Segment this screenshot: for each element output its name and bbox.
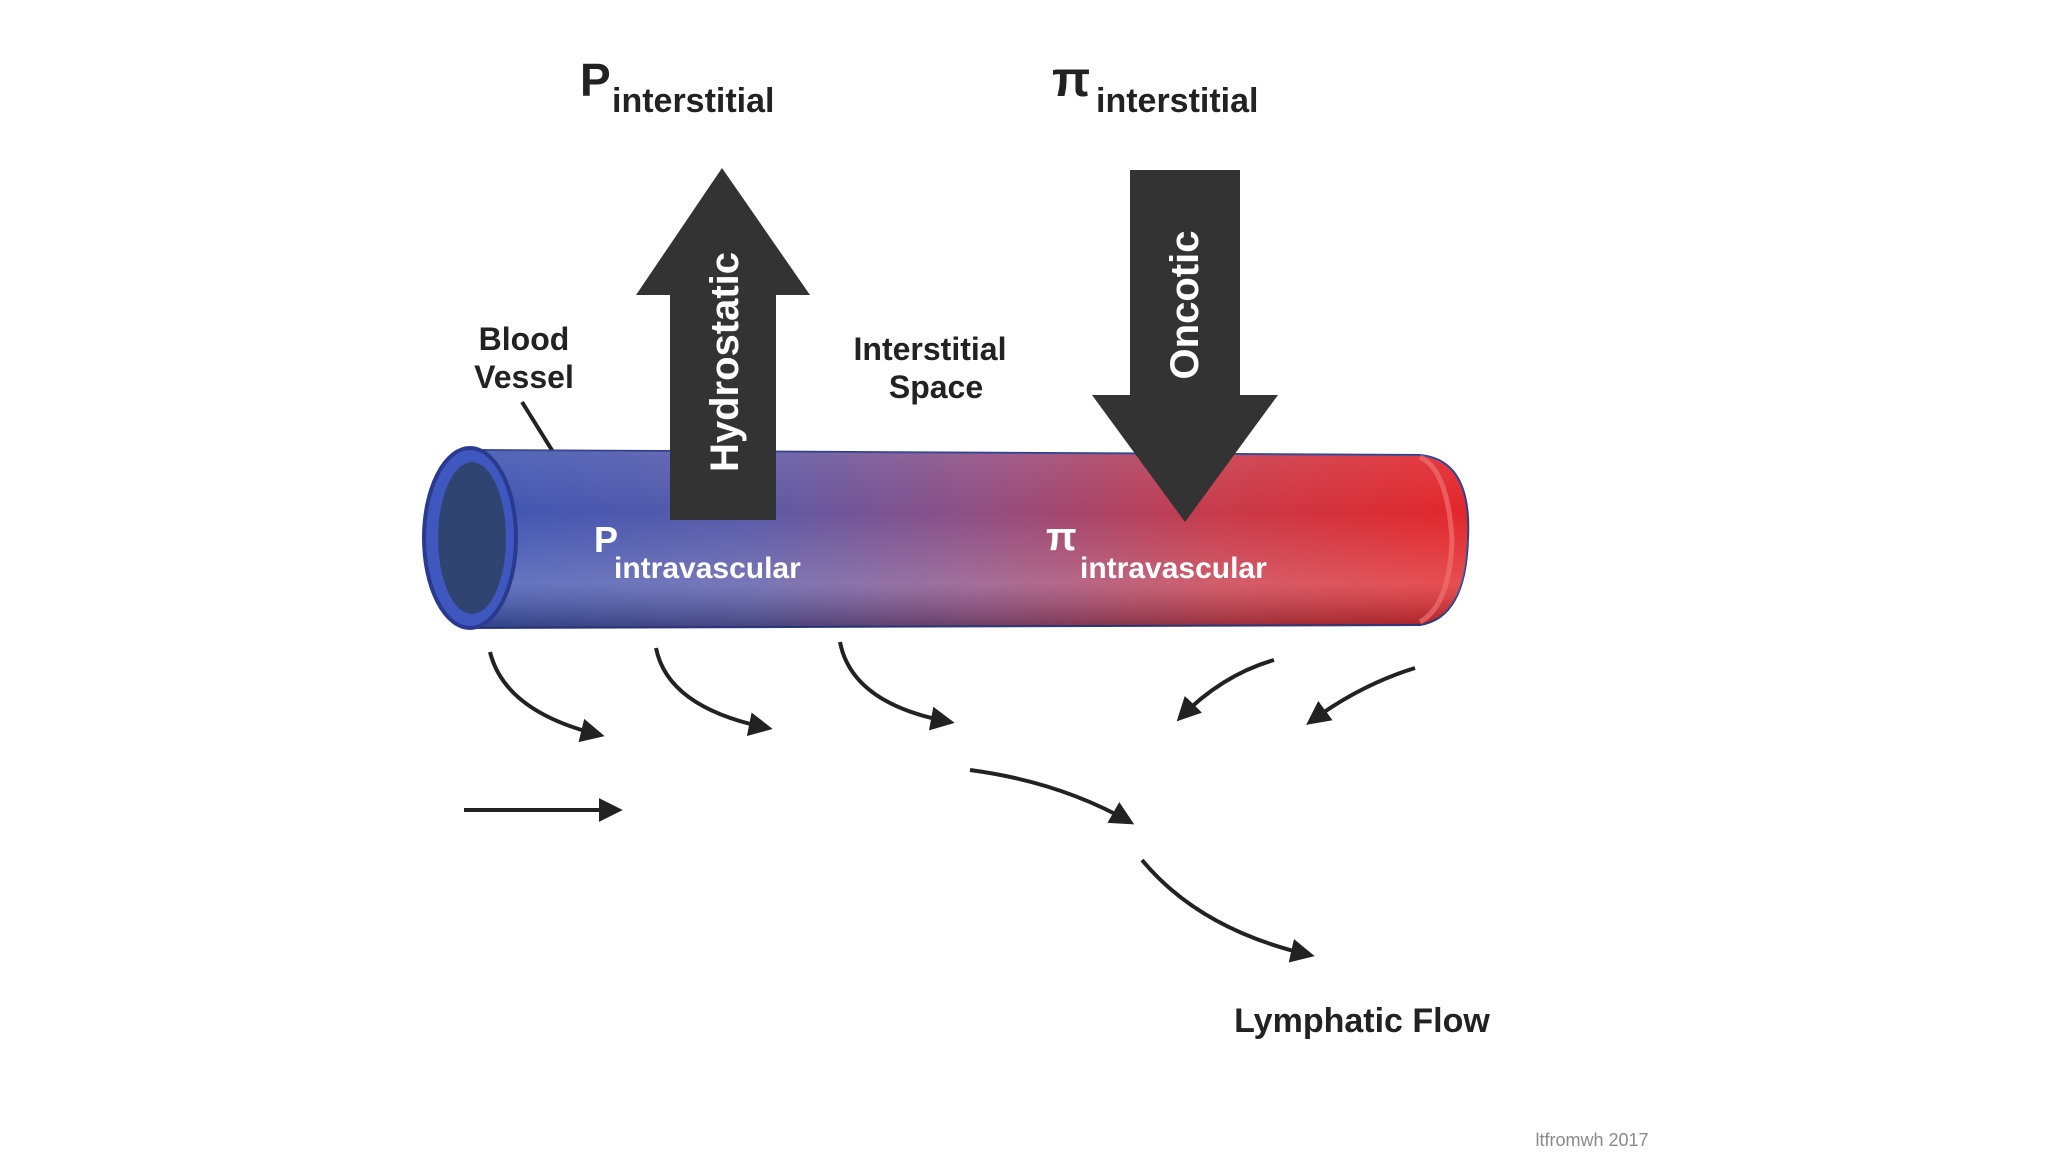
- p-interstitial-symbol: P: [580, 54, 611, 106]
- p-intravascular-subscript: intravascular: [614, 552, 801, 585]
- interstitial-space-line1: Interstitial: [854, 331, 1007, 367]
- oncotic-label: Oncotic: [1163, 231, 1207, 380]
- vessel-shading: [470, 450, 1469, 628]
- p-interstitial-subscript: interstitial: [612, 82, 774, 120]
- p-intravascular-label: P intravascular: [594, 519, 801, 585]
- p-interstitial-label: P interstitial: [580, 54, 774, 120]
- reabsorption-arrow-2: [1306, 666, 1416, 725]
- pi-intravascular-subscript: intravascular: [1080, 552, 1267, 585]
- hydrostatic-arrow: Hydrostatic: [636, 168, 810, 520]
- pi-intravascular-symbol: π: [1046, 515, 1077, 559]
- oncotic-arrow: Oncotic: [1092, 170, 1278, 522]
- credit-text: ltfromwh 2017: [1535, 1130, 1648, 1150]
- filtration-arrow-3: [838, 641, 955, 731]
- lymphatic-flow-label: Lymphatic Flow: [1234, 1002, 1490, 1040]
- filtration-arrow-1: [488, 651, 605, 743]
- fluid-flow-arrows: [464, 641, 1416, 963]
- blood-vessel-line1: Blood: [479, 321, 570, 357]
- reabsorption-arrow-1: [1176, 658, 1275, 722]
- pi-interstitial-symbol: π: [1052, 51, 1090, 107]
- hydrostatic-label: Hydrostatic: [703, 252, 747, 472]
- pi-interstitial-subscript: interstitial: [1096, 82, 1258, 120]
- hydrostatic-arrow-shape: [636, 168, 810, 520]
- lymphatic-arrow-1: [969, 768, 1135, 825]
- pi-interstitial-label: π interstitial: [1052, 51, 1258, 120]
- oncotic-arrow-shape: [1092, 170, 1278, 522]
- interstitial-space-label: Interstitial Space: [854, 331, 1007, 405]
- lymphatic-arrow-2: [1140, 858, 1315, 963]
- blood-vessel-label: Blood Vessel: [474, 321, 580, 494]
- blood-vessel-tube: [422, 446, 1470, 630]
- vessel-opening-lumen: [438, 462, 506, 614]
- p-intravascular-symbol: P: [594, 519, 618, 560]
- pi-intravascular-label: π intravascular: [1046, 515, 1267, 585]
- interstitial-space-line2: Space: [889, 369, 983, 405]
- filtration-arrow-2: [654, 647, 773, 736]
- vessel-end-highlight: [1418, 454, 1455, 625]
- blood-vessel-line2: Vessel: [474, 359, 574, 395]
